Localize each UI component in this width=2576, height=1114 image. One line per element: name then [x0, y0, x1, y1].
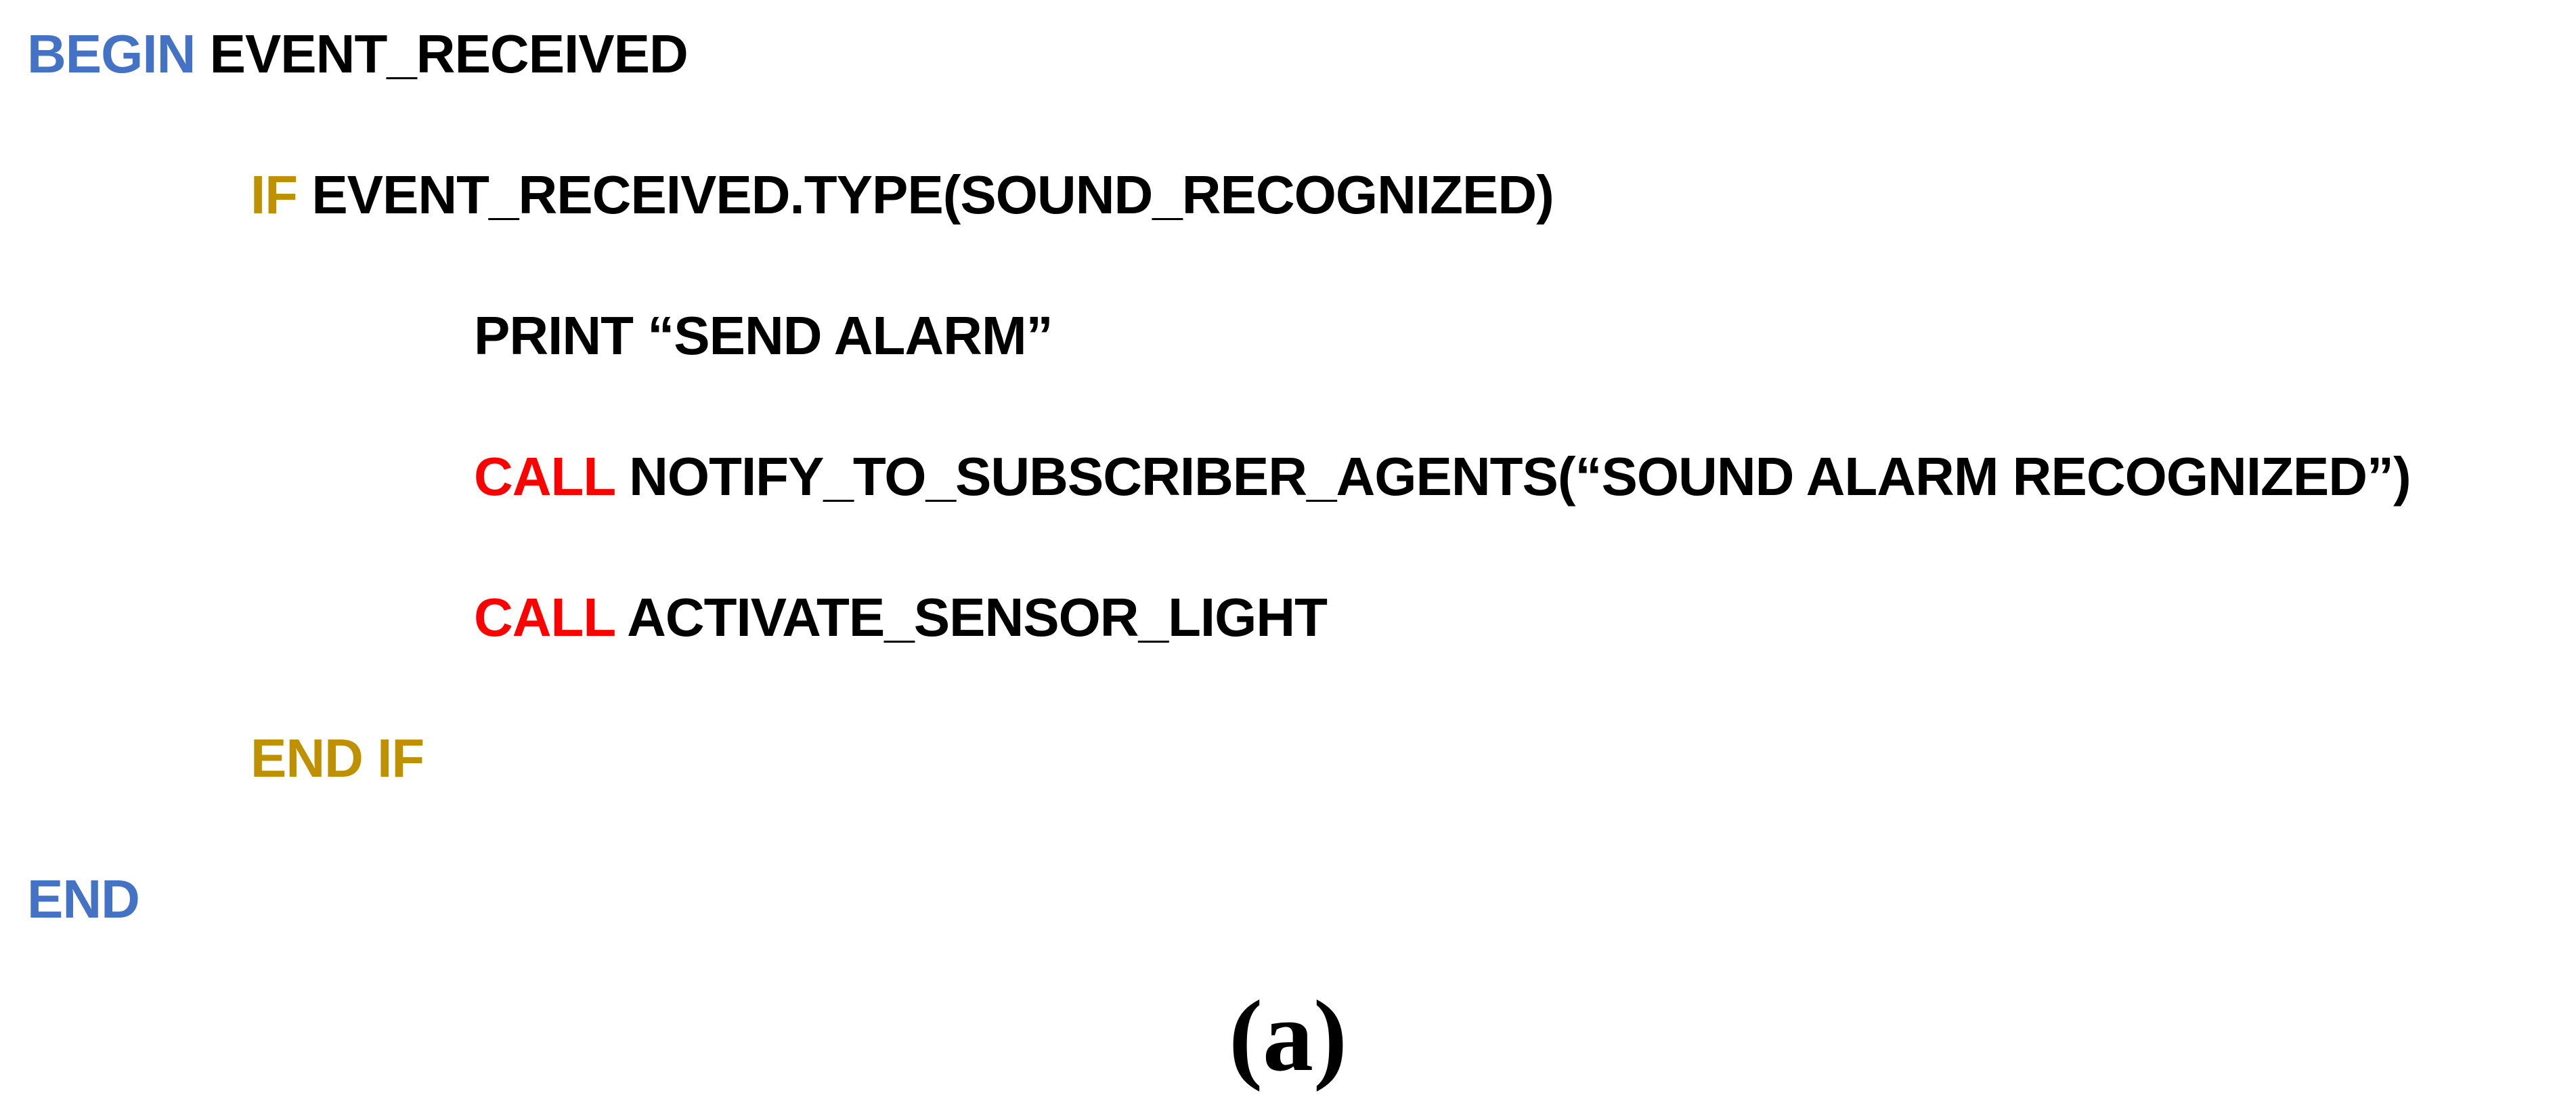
call-keyword-notify: CALL	[474, 446, 615, 507]
code-line-if: IF EVENT_RECEIVED.TYPE(SOUND_RECOGNIZED)	[250, 161, 1554, 229]
code-line-end: END	[27, 865, 140, 933]
if-condition-text: EVENT_RECEIVED.TYPE(SOUND_RECOGNIZED)	[297, 165, 1554, 225]
code-line-call-activate: CALL ACTIVATE_SENSOR_LIGHT	[474, 584, 1328, 651]
print-statement-text: PRINT “SEND ALARM”	[474, 305, 1053, 366]
code-line-begin: BEGIN EVENT_RECEIVED	[27, 20, 689, 88]
call-keyword-activate: CALL	[474, 587, 615, 647]
if-keyword: IF	[250, 165, 298, 225]
caption-open-paren: (	[1229, 980, 1263, 1092]
caption-close-paren: )	[1313, 980, 1347, 1092]
pseudocode-block: BEGIN EVENT_RECEIVED IF EVENT_RECEIVED.T…	[27, 20, 2411, 933]
begin-event-text: EVENT_RECEIVED	[195, 24, 689, 84]
code-line-end-if: END IF	[250, 725, 424, 792]
code-line-call-notify: CALL NOTIFY_TO_SUBSCRIBER_AGENTS(“SOUND …	[474, 443, 2411, 511]
caption-letter: a	[1263, 980, 1313, 1092]
code-line-print: PRINT “SEND ALARM”	[474, 302, 1053, 370]
begin-keyword: BEGIN	[27, 24, 196, 84]
end-if-keyword: END IF	[250, 728, 424, 788]
end-keyword: END	[27, 869, 140, 929]
activate-call-text: ACTIVATE_SENSOR_LIGHT	[614, 587, 1328, 647]
notify-call-text: NOTIFY_TO_SUBSCRIBER_AGENTS(“SOUND ALARM…	[614, 446, 2411, 507]
figure-caption: (a)	[0, 982, 2576, 1090]
